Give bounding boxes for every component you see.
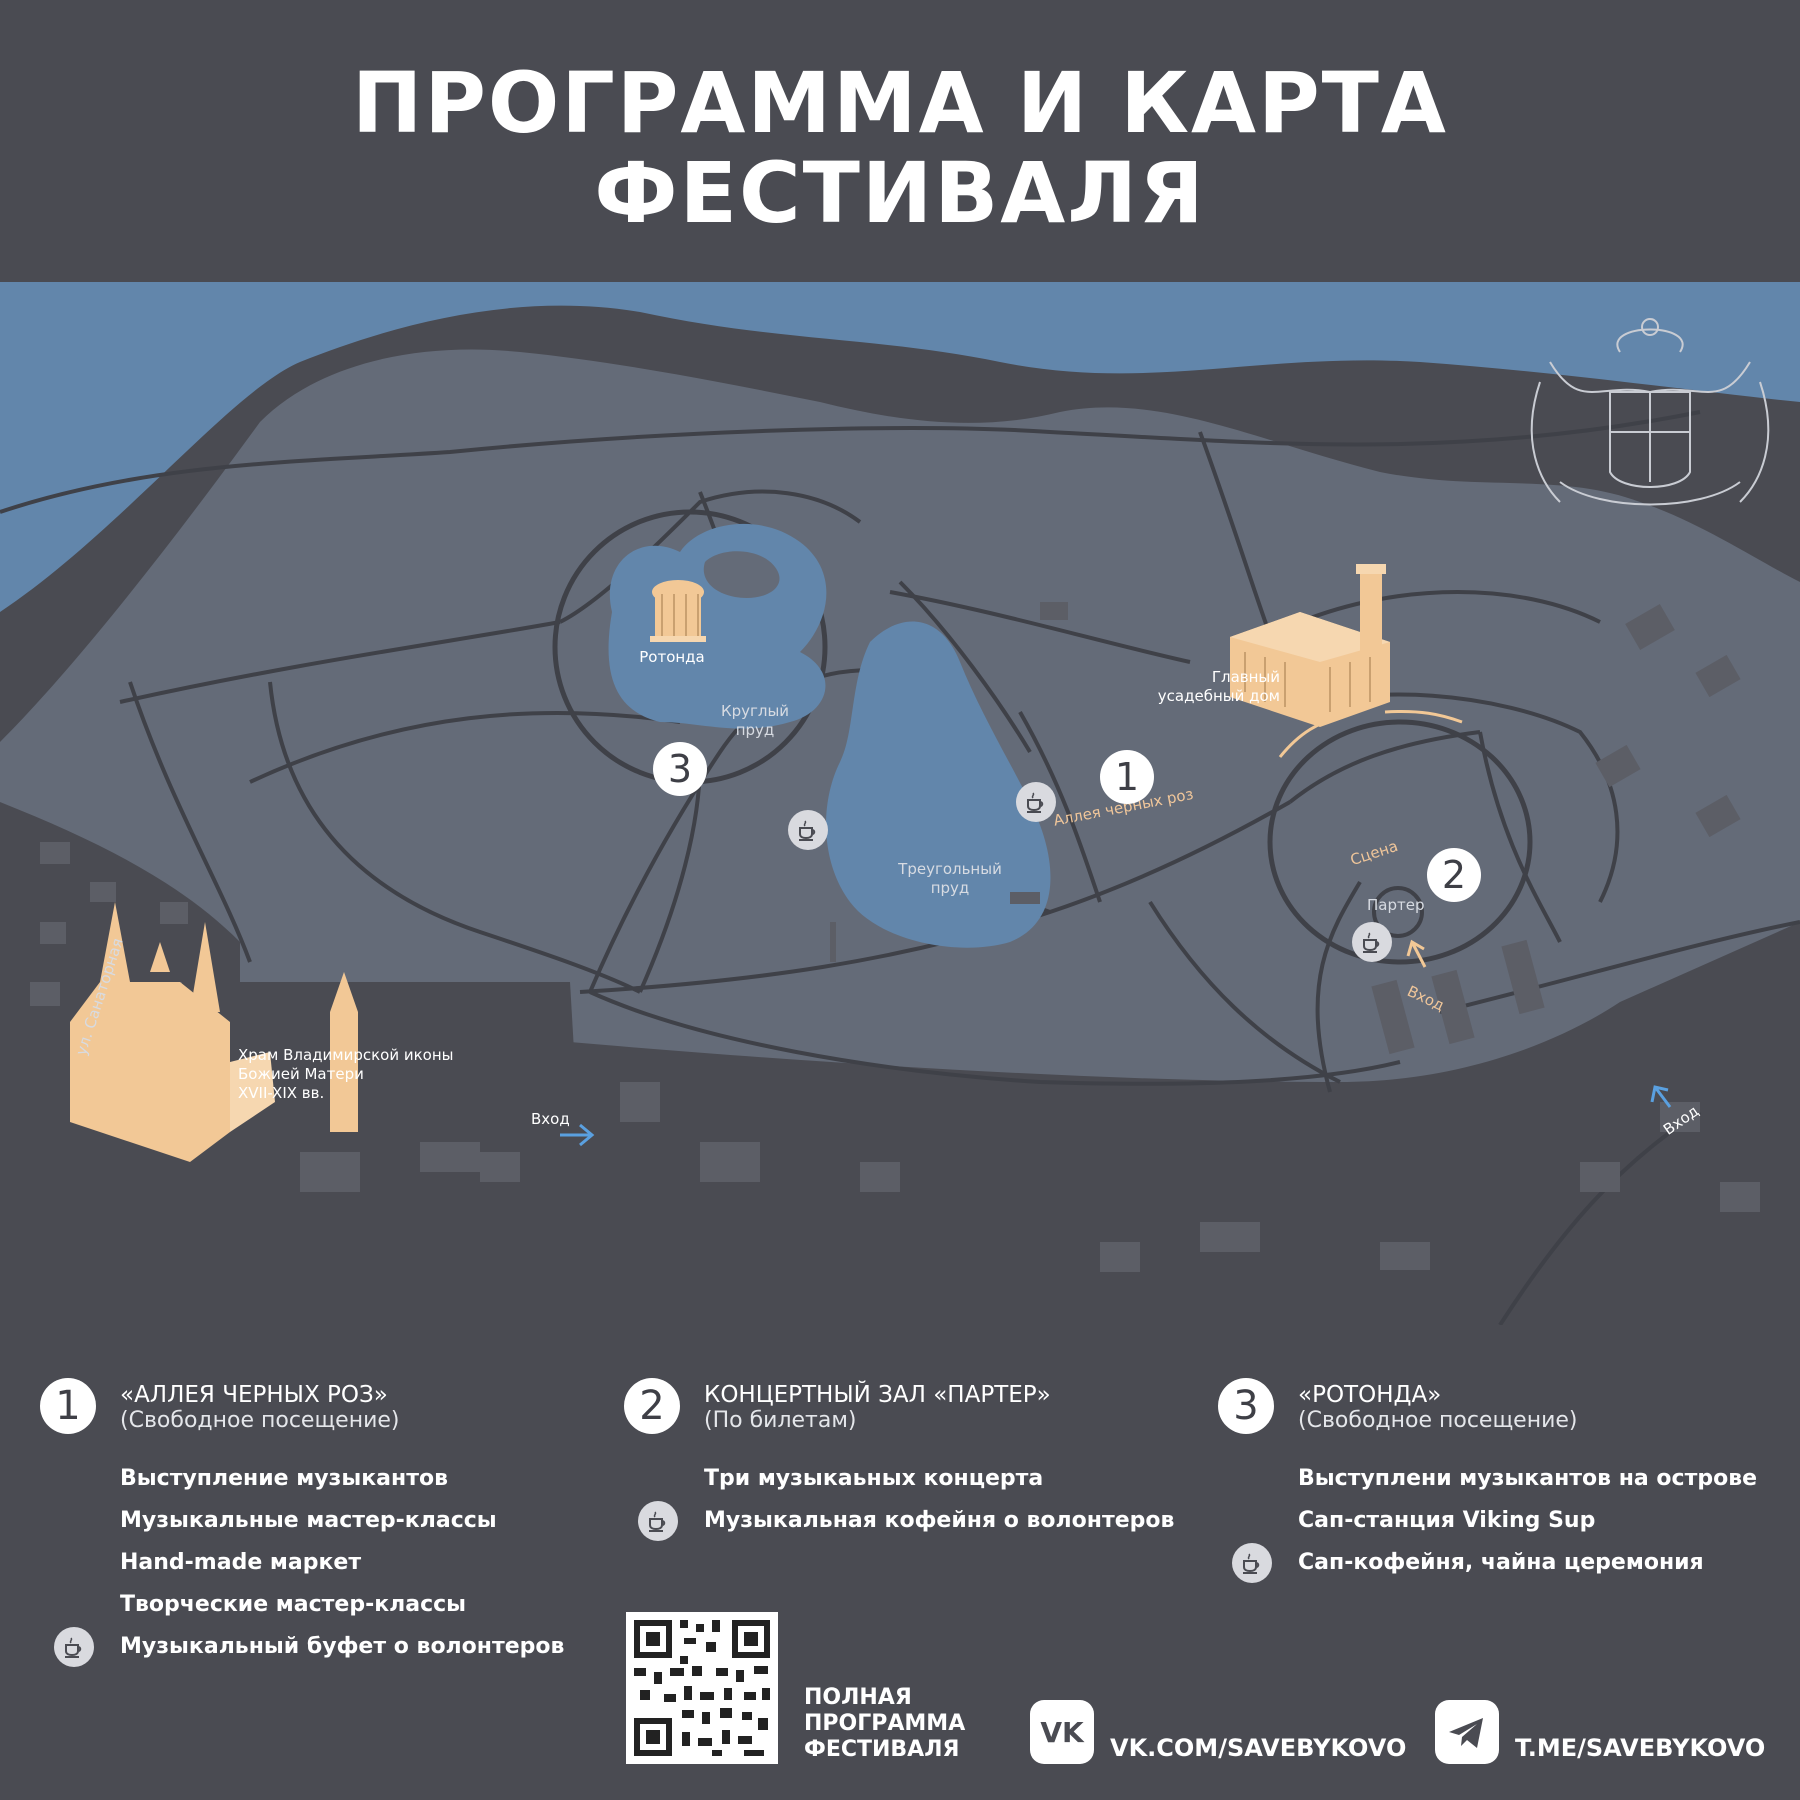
entrance-arrow-icons [560, 1085, 1672, 1147]
coffee-cup-icon [54, 1627, 94, 1667]
manor-label-line-2: усадебный дом [1157, 687, 1280, 705]
coat-of-arms-emblem [1530, 318, 1770, 506]
legend-item-coffee: Музыкальная кофейня о волонтеров [638, 1500, 1175, 1542]
legend-subtitle-1: (Свободное посещение) [120, 1408, 400, 1433]
town-buildings [30, 602, 1760, 1272]
rotunda-label: Ротонда [639, 648, 705, 666]
coffee-cup-icon [638, 1501, 678, 1541]
legend-item-coffee: Сап-кофейня, чайна церемония [1232, 1542, 1757, 1584]
legend-item-coffee: Музыкальный буфет о волонтеров [54, 1626, 565, 1668]
title-line-2: ФЕСТИВАЛЯ [594, 144, 1206, 242]
vk-icon[interactable]: VK [1030, 1700, 1094, 1764]
manor-house-illustration [1230, 564, 1390, 727]
legend-list-1: Выступление музыкантов Музыкальные масте… [54, 1458, 565, 1668]
qr-code[interactable] [626, 1612, 778, 1764]
title-line-1: ПРОГРАММА И КАРТА [352, 54, 1448, 152]
round-pond-label-line-2: пруд [735, 721, 775, 739]
church-label: Храм Владимирской иконы Божией Матери XV… [238, 1046, 454, 1103]
manor-label-line-1: Главный [1211, 668, 1280, 686]
parter-label: Партер [1367, 896, 1425, 914]
telegram-icon[interactable] [1435, 1700, 1499, 1764]
entrance-label-west: Вход [531, 1110, 570, 1128]
legend-item: Музыкальные мастер-классы [120, 1508, 497, 1533]
legend-item: Три музыкаьных концерта [704, 1466, 1044, 1491]
triangular-pond-label: Треугольный пруд [880, 860, 1020, 898]
legend-subtitle-2: (По билетам) [704, 1408, 857, 1433]
legend-list-2: Три музыкаьных концерта Музыкальная кофе… [638, 1458, 1175, 1542]
manor-label: Главный усадебный дом [1130, 668, 1280, 706]
legend-number-3: 3 [1218, 1378, 1274, 1434]
triangular-pond [826, 621, 1051, 948]
legend-title-1: «АЛЛЕЯ ЧЕРНЫХ РОЗ» [120, 1382, 388, 1408]
legend-number-2: 2 [624, 1378, 680, 1434]
coffee-cup-icon [1232, 1543, 1272, 1583]
full-program-text: ПОЛНАЯ ПРОГРАММА ФЕСТИВАЛЯ [804, 1685, 965, 1763]
legend-item: Hand-made маркет [120, 1550, 362, 1575]
full-program-line-3: ФЕСТИВАЛЯ [804, 1737, 960, 1762]
svg-text:VK: VK [1040, 1716, 1085, 1749]
coffee-cup-icon[interactable] [788, 810, 828, 850]
legend-subtitle-3: (Свободное посещение) [1298, 1408, 1578, 1433]
full-program-line-2: ПРОГРАММА [804, 1711, 966, 1736]
church-label-line-1: Храм Владимирской иконы [238, 1046, 454, 1064]
church-label-line-3: XVII-XIX вв. [238, 1084, 325, 1102]
coffee-cup-icon[interactable] [1016, 782, 1056, 822]
coffee-cup-icon[interactable] [1352, 922, 1392, 962]
legend-item-text: Музыкальный буфет о волонтеров [120, 1634, 565, 1659]
rotunda-illustration [650, 580, 706, 642]
legend-item: Творческие мастер-классы [120, 1592, 467, 1617]
map-canvas [0, 282, 1800, 1327]
legend-item: Сап-станция Viking Sup [1298, 1508, 1596, 1533]
legend-item-text: Музыкальная кофейня о волонтеров [704, 1508, 1175, 1533]
legend-item: Выступлени музыкантов на острове [1298, 1466, 1758, 1491]
legend-item-text: Сап-кофейня, чайна церемония [1298, 1550, 1704, 1575]
triangular-pond-label-line-2: пруд [930, 879, 970, 897]
full-program-line-1: ПОЛНАЯ [804, 1685, 912, 1710]
legend-list-3: Выступлени музыкантов на острове Сап-ста… [1232, 1458, 1758, 1584]
church-label-line-2: Божией Матери [238, 1065, 364, 1083]
marker-1[interactable]: 1 [1100, 750, 1154, 804]
round-pond-label: Круглый пруд [700, 702, 810, 740]
legend-item: Выступление музыкантов [120, 1466, 448, 1491]
marker-3[interactable]: 3 [653, 742, 707, 796]
marker-2[interactable]: 2 [1427, 848, 1481, 902]
festival-map: Ротонда Круглый пруд Треугольный пруд Гл… [0, 282, 1800, 1327]
vk-link[interactable]: VK.COM/SAVEBYKOVO [1110, 1734, 1407, 1762]
legend-number-1: 1 [40, 1378, 96, 1434]
qr-code-pattern [634, 1620, 770, 1756]
legend-title-3: «РОТОНДА» [1298, 1382, 1442, 1408]
river [0, 282, 1800, 612]
telegram-link[interactable]: T.ME/SAVEBYKOVO [1515, 1734, 1766, 1762]
triangular-pond-label-line-1: Треугольный [898, 860, 1002, 878]
page-title: ПРОГРАММА И КАРТА ФЕСТИВАЛЯ [0, 58, 1800, 238]
round-pond-label-line-1: Круглый [720, 702, 790, 720]
church-illustration [70, 902, 358, 1162]
legend-title-2: КОНЦЕРТНЫЙ ЗАЛ «ПАРТЕР» [704, 1382, 1051, 1408]
